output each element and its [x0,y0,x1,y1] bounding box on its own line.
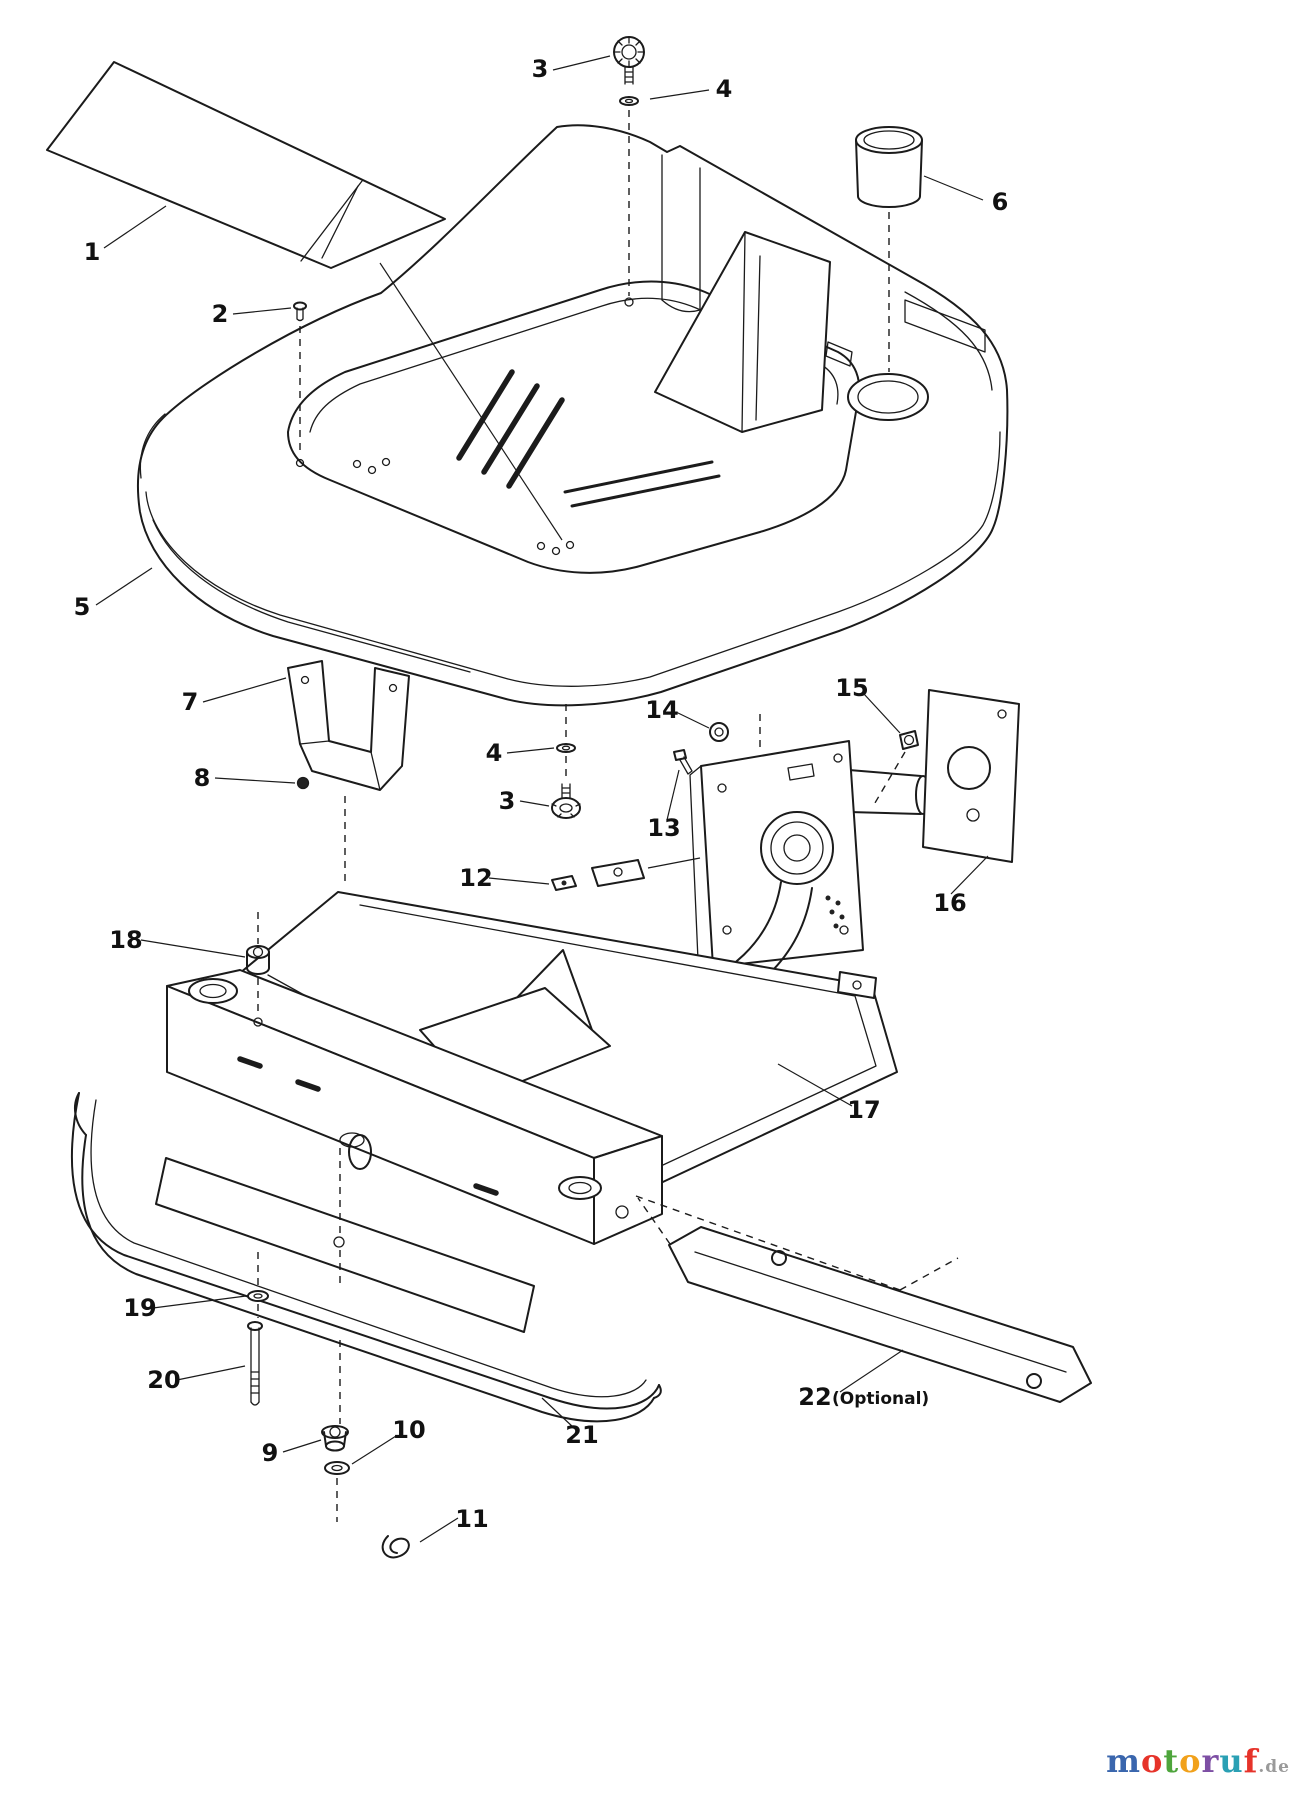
callout-17: 17 [847,1096,880,1124]
callout-leaders [95,55,989,1543]
watermark-brand[interactable]: motoruf.de [1106,1742,1290,1780]
part-blade [635,1195,1092,1403]
part-knob-mid [551,783,581,819]
callout-12: 12 [459,864,492,892]
callout-3-mid: 3 [499,787,516,815]
callout-18: 18 [109,926,142,954]
callout-9: 9 [262,1439,279,1467]
callout-20: 20 [147,1366,180,1394]
part-nut-18 [246,912,270,1016]
part-washer-19 [247,1252,269,1318]
callout-3-top: 3 [532,55,549,83]
part-washer-top [619,96,639,296]
callout-10: 10 [392,1416,425,1444]
callout-6: 6 [992,188,1009,216]
callout-1: 1 [84,238,101,266]
part-screw-2 [293,301,307,456]
callout-2: 2 [212,300,229,328]
part-bumper [70,1092,662,1423]
part-nut-8 [296,776,310,790]
callout-22-optional-note: (Optional) [832,1389,929,1409]
callout-19: 19 [123,1294,156,1322]
callout-16: 16 [933,889,966,917]
part-washer-10 [324,1461,350,1522]
part-cup [855,126,923,372]
callout-7: 7 [182,688,199,716]
part-washer-mid [556,704,576,780]
part-cotter-pin-11 [381,1535,410,1559]
callout-11: 11 [455,1505,488,1533]
part-knob-top [613,36,645,85]
part-deck-shell [137,124,1009,707]
callout-22: 22 [798,1383,831,1411]
watermark-logo[interactable]: motoruf.de [1106,1742,1290,1780]
part-bolt-13 [673,749,693,775]
callout-5: 5 [74,593,91,621]
callout-8: 8 [194,764,211,792]
part-lower-frame [166,891,898,1245]
part-clip-12 [551,857,701,891]
callout-15: 15 [835,674,868,702]
callout-13: 13 [647,814,680,842]
part-bracket-7 [287,660,410,886]
callout-14: 14 [645,696,678,724]
callout-4-mid: 4 [486,739,503,767]
callout-4-top: 4 [716,75,733,103]
part-nut-15 [899,730,919,750]
part-washer-14 [709,722,729,742]
part-plate-16 [922,689,1020,863]
callout-21: 21 [565,1421,598,1449]
part-bumper-plate [155,1157,535,1333]
part-cover-shield [46,61,563,541]
part-bushing-9 [321,1148,349,1452]
callout-labels: 1 2 3 4 6 5 7 8 4 3 14 15 13 12 16 18 17… [74,55,1009,1533]
part-bolt-20 [247,1321,263,1406]
